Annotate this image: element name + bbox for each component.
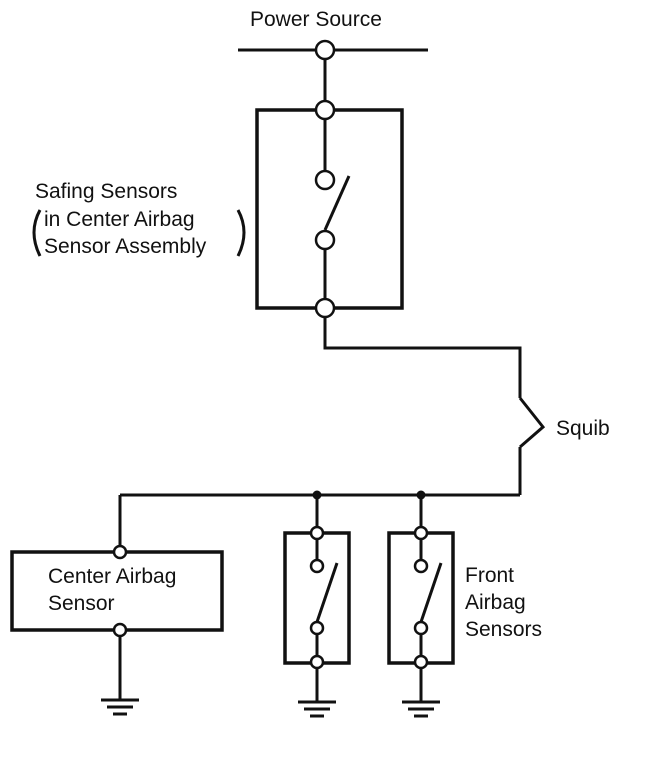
ground-symbol-icon [298,700,336,718]
squib-feed-wire [323,308,522,398]
front-sensor-2-switch-blade [419,562,443,623]
terminal-node [314,99,336,121]
terminal-node [413,525,429,541]
power-source-label: Power Source [250,8,382,31]
safing-sensor-box [255,108,404,310]
safing-sensors-label-line-2: in Center Airbag [44,208,195,231]
terminal-node [309,558,325,574]
front-airbag-sensors-label-line-3: Sensors [465,618,543,641]
terminal-node [112,622,128,638]
safing-switch-blade [323,175,351,231]
squib-element [518,397,546,449]
terminal-node [314,297,336,319]
junction-dot [416,490,426,500]
front-airbag-sensors-label-line-2: Airbag [465,591,526,614]
terminal-node [314,39,336,61]
terminal-node [314,169,336,191]
ground-symbol-icon [101,698,139,716]
safing-sensors-label-line-1: Safing Sensors [35,180,178,203]
center-airbag-sensor-label-line-1: Center Airbag [48,565,177,588]
terminal-node [413,558,429,574]
front-sensor-1-switch-blade [315,562,339,623]
terminal-node [413,654,429,670]
terminal-node [112,544,128,560]
close-parenthesis [236,209,246,257]
squib-label: Squib [556,417,610,440]
front-airbag-sensors-label-line-1: Front [465,564,515,587]
center-airbag-sensor-label-line-2: Sensor [48,592,115,615]
terminal-node [309,525,325,541]
safing-sensors-label-line-3: Sensor Assembly [44,235,207,258]
terminal-node [309,654,325,670]
terminal-node [309,620,325,636]
junction-dot [312,490,322,500]
open-parenthesis [32,209,42,257]
terminal-node [413,620,429,636]
ground-symbol-icon [402,700,440,718]
terminal-node [314,229,336,251]
